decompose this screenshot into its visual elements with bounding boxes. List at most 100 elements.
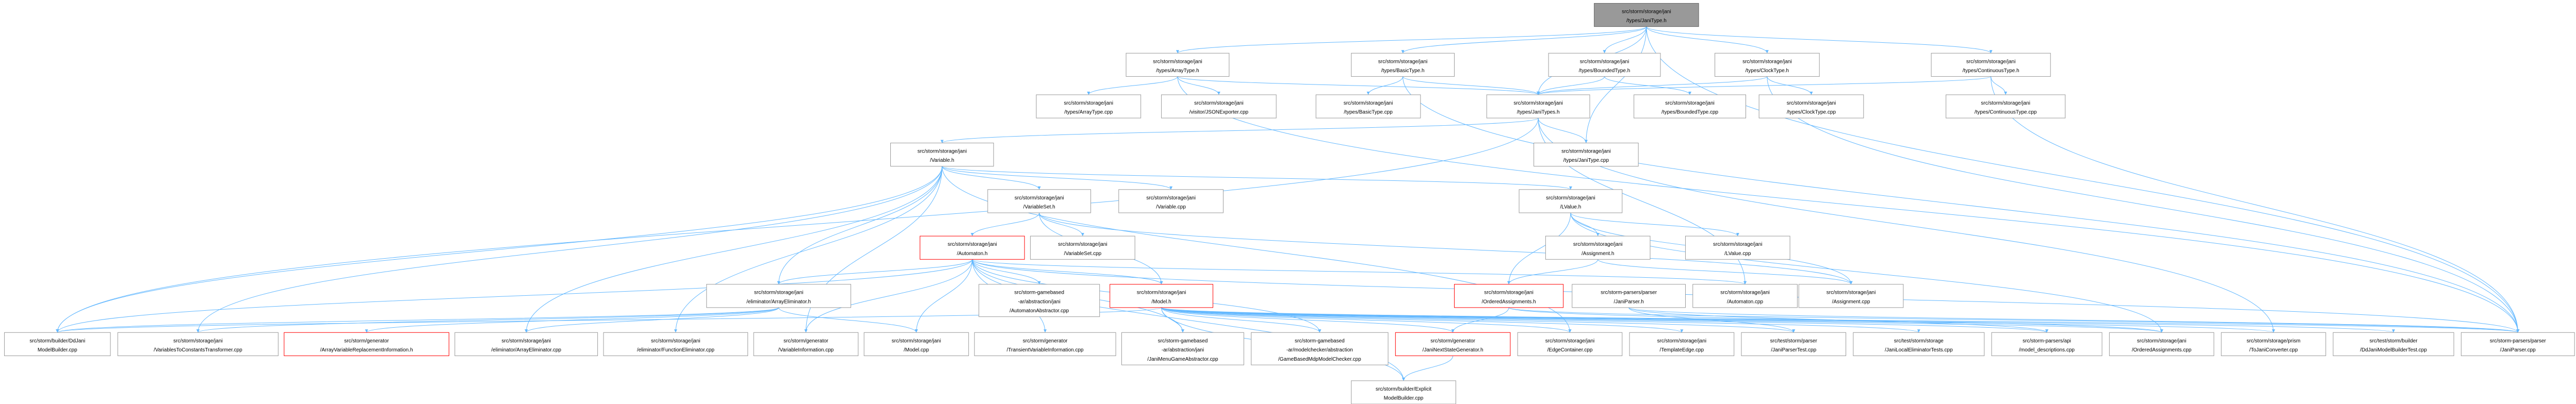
graph-node[interactable]: src/storm/storage/jani/TemplateEdge.cpp xyxy=(1629,332,1735,356)
graph-node[interactable]: src/storm/storage/jani/Automaton.h xyxy=(920,235,1025,260)
edge-arrowhead xyxy=(1849,281,1853,284)
graph-node[interactable]: src/storm/storage/jani/LValue.cpp xyxy=(1685,235,1790,260)
graph-node[interactable]: src/storm/storage/jani/Automaton.cpp xyxy=(1692,284,1798,308)
dependency-edge xyxy=(1039,212,1083,237)
dependency-edge xyxy=(805,259,973,333)
node-label-line: src/storm/storage/prism xyxy=(2246,338,2300,344)
dependency-edge xyxy=(1403,76,1539,95)
graph-node[interactable]: src/storm/storage/jani/types/ClockType.c… xyxy=(1758,94,1864,119)
graph-node[interactable]: src/storm/builder/ExplicitModelBuilder.c… xyxy=(1351,380,1456,404)
graph-node[interactable]: src/storm/storage/jani/types/JaniType.cp… xyxy=(1534,142,1639,167)
dependency-edge xyxy=(941,166,1171,190)
dependency-edge xyxy=(1177,76,2518,333)
dependency-edge xyxy=(675,166,942,333)
graph-node[interactable]: src/storm/storage/jani/Model.cpp xyxy=(863,332,969,356)
graph-node[interactable]: src/storm-gamebased-ar/abstraction/jani/… xyxy=(979,284,1100,317)
edge-arrowhead xyxy=(674,329,677,333)
node-label-line: -ar/abstraction/jani xyxy=(1018,299,1061,305)
graph-node[interactable]: src/storm/storage/jani/visitor/JSONExpor… xyxy=(1161,94,1277,119)
graph-node[interactable]: src/storm/storage/jani/Assignment.cpp xyxy=(1798,284,1904,308)
graph-node[interactable]: src/storm/storage/jani/VariableSet.cpp xyxy=(1030,235,1135,260)
dependency-edge xyxy=(1161,307,2394,333)
graph-node[interactable]: src/storm-gamebased-ar/modelchecker/abst… xyxy=(1251,332,1389,365)
node-box xyxy=(1629,332,1735,356)
graph-node[interactable]: src/storm/storage/jani/Model.h xyxy=(1110,284,1213,308)
dependency-edge xyxy=(1604,26,1647,54)
graph-node[interactable]: src/storm/storage/jani/LValue.h xyxy=(1519,189,1623,213)
dependency-edge xyxy=(1161,307,1919,333)
node-label-line: ModelBuilder.cpp xyxy=(38,347,77,353)
dependency-edge xyxy=(972,259,1746,285)
node-box xyxy=(1486,94,1590,119)
graph-node[interactable]: src/storm-parsers/parser/JaniParser.cpp xyxy=(2460,332,2575,356)
graph-node[interactable]: src/storm/storage/jani/types/BoundedType… xyxy=(1634,94,1747,119)
edge-arrowhead xyxy=(1037,186,1041,190)
node-box xyxy=(1030,235,1135,260)
dependency-edge xyxy=(1368,76,1404,95)
graph-node[interactable]: src/storm/generator/TransientVariableInf… xyxy=(974,332,1116,356)
node-label-line: src/storm/storage/jani xyxy=(1378,59,1428,64)
dependency-edge xyxy=(1767,76,2518,333)
graph-node[interactable]: src/storm/builder/DdJaniModelBuilder.cpp xyxy=(4,332,111,356)
graph-node[interactable]: src/storm-parsers/parser/JaniParser.h xyxy=(1572,284,1686,308)
graph-node[interactable]: src/storm/generator/VariableInformation.… xyxy=(753,332,859,356)
graph-node[interactable]: src/storm/storage/jani/OrderedAssignment… xyxy=(2109,332,2214,356)
graph-node[interactable]: src/storm/storage/jani/OrderedAssignment… xyxy=(1454,284,1564,308)
node-box xyxy=(1741,332,1847,356)
dependency-edge xyxy=(1628,307,2518,333)
node-label-line: /LValue.cpp xyxy=(1724,251,1751,257)
graph-node[interactable]: src/storm-parsers/api/model_descriptions… xyxy=(1991,332,2102,356)
graph-node[interactable]: src/storm/storage/jani/Variable.h xyxy=(890,142,994,167)
dependency-edge xyxy=(198,166,942,333)
node-label-line: /types/BasicType.cpp xyxy=(1344,110,1393,115)
dependency-edge xyxy=(1161,307,2162,333)
graph-node[interactable]: src/storm/storage/jani/eliminator/Functi… xyxy=(603,332,748,356)
dependency-edge xyxy=(941,117,1539,143)
graph-node[interactable]: src/storm/storage/jani/Variable.cpp xyxy=(1118,189,1224,213)
graph-node[interactable]: src/storm/storage/jani/eliminator/ArrayE… xyxy=(706,284,851,308)
node-box xyxy=(753,332,859,356)
node-label-line: /VariableInformation.cpp xyxy=(778,347,834,353)
graph-node[interactable]: src/storm/storage/jani/types/BasicType.h xyxy=(1351,53,1455,77)
graph-node[interactable]: src/storm/storage/jani/types/ArrayType.c… xyxy=(1036,94,1142,119)
edge-arrowhead xyxy=(1603,50,1606,54)
graph-node[interactable]: src/storm/storage/jani/VariablesToConsta… xyxy=(117,332,279,356)
graph-node[interactable]: src/storm/storage/jani/types/BasicType.c… xyxy=(1315,94,1421,119)
graph-node[interactable]: src/storm/storage/prism/ToJaniConverter.… xyxy=(2221,332,2326,356)
graph-node[interactable]: src/test/storm/builder/DdJaniModelBuilde… xyxy=(2333,332,2454,356)
graph-node[interactable]: src/storm/storage/jani/VariableSet.h xyxy=(987,189,1091,213)
node-label-line: /AutomatonAbstractor.cpp xyxy=(1009,308,1069,314)
graph-node[interactable]: src/storm/generator/ArrayVariableReplace… xyxy=(284,332,449,356)
edge-arrowhead xyxy=(940,140,944,143)
edge-arrowhead xyxy=(56,329,59,333)
edge-arrowhead xyxy=(525,329,528,333)
node-label-line: src/test/storm/parser xyxy=(1770,338,1818,344)
graph-node[interactable]: src/storm/storage/jani/eliminator/ArrayE… xyxy=(454,332,598,356)
graph-node[interactable]: src/storm/storage/jani/types/BoundedType… xyxy=(1548,53,1661,77)
dependency-edge xyxy=(1508,307,2518,333)
dependency-edge xyxy=(198,307,779,333)
graph-node[interactable]: src/storm/storage/jani/EdgeContainer.cpp xyxy=(1517,332,1623,356)
node-box xyxy=(890,142,994,167)
graph-node[interactable]: src/storm/storage/jani/types/ContinuousT… xyxy=(1946,94,2066,119)
edge-arrowhead xyxy=(365,329,368,333)
node-label-line: src/storm-gamebased xyxy=(1295,338,1345,344)
node-label-line: /JaniParserTest.cpp xyxy=(1771,347,1816,353)
node-label-line: src/storm-gamebased xyxy=(1158,338,1208,344)
graph-node[interactable]: src/storm/storage/jani/types/ClockType.h xyxy=(1715,53,1820,77)
node-label-line: /JaniLocalEliminatorTests.cpp xyxy=(1885,347,1953,353)
graph-node[interactable]: src/test/storm/storage/JaniLocalEliminat… xyxy=(1853,332,1985,356)
graph-node[interactable]: src/storm/storage/jani/types/ContinuousT… xyxy=(1931,53,2051,77)
dependency-edge xyxy=(778,166,942,284)
graph-node[interactable]: src/storm/storage/jani/types/ArrayType.h xyxy=(1126,53,1230,77)
graph-node[interactable]: src/storm-gamebased-ar/abstraction/jani/… xyxy=(1121,332,1244,365)
graph-node[interactable]: src/storm/generator/JaniNextStateGenerat… xyxy=(1395,332,1511,356)
dependency-edge xyxy=(1403,26,1647,54)
graph-node[interactable]: src/storm/storage/jani/types/JaniTypes.h xyxy=(1486,94,1590,119)
edge-arrowhead xyxy=(1217,91,1220,95)
dependency-edge xyxy=(1177,26,1647,54)
graph-node[interactable]: src/test/storm/parser/JaniParserTest.cpp xyxy=(1741,332,1847,356)
node-label-line: src/storm/storage/jani xyxy=(501,338,551,344)
dependency-edge xyxy=(1088,76,1178,95)
graph-node[interactable]: src/storm/storage/jani/Assignment.h xyxy=(1545,235,1651,260)
